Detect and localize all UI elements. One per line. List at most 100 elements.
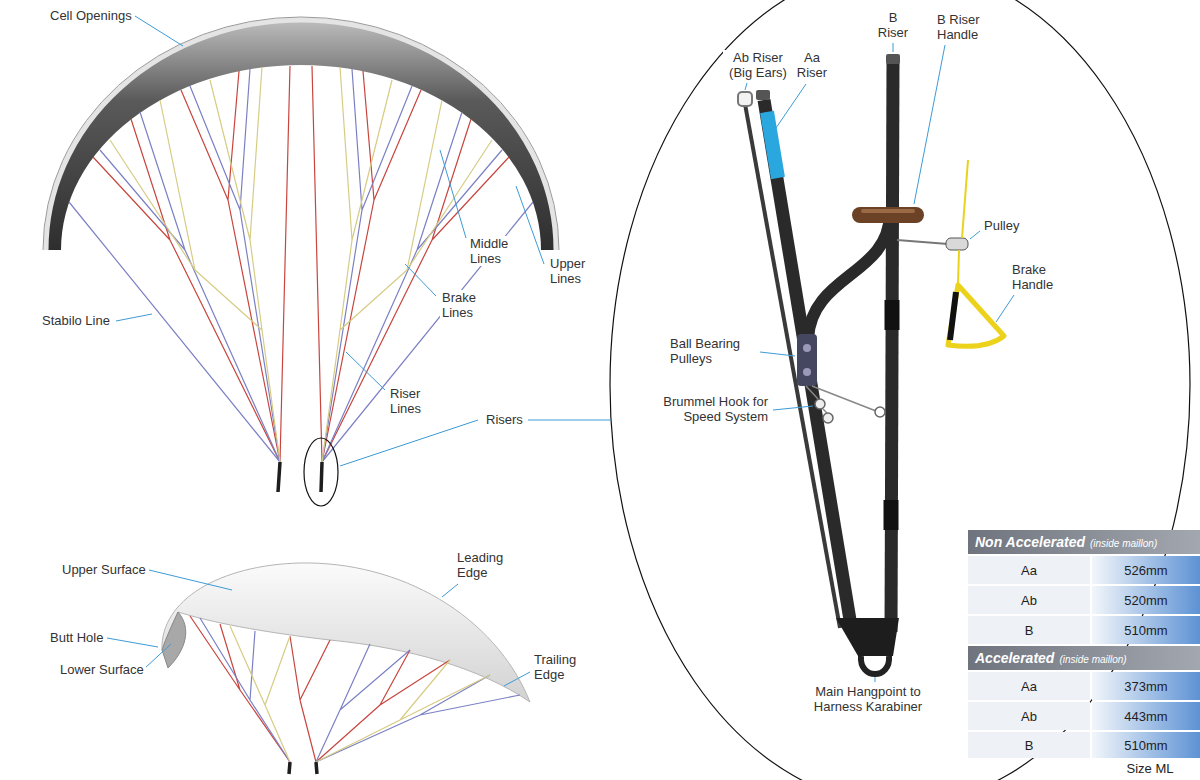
table-cell-bg xyxy=(968,702,1090,730)
speed-system-line xyxy=(806,386,876,413)
table-cell: B xyxy=(999,738,1059,753)
blue-lines xyxy=(69,69,533,462)
blue-lines xyxy=(322,69,533,462)
table-cell: Ab xyxy=(999,593,1059,608)
blue-lines xyxy=(200,618,520,762)
table-cell-bg xyxy=(1092,586,1200,614)
leader-line xyxy=(440,150,466,238)
leader-line xyxy=(745,83,747,90)
leader-line xyxy=(135,16,183,46)
table-cell-bg xyxy=(1092,732,1200,758)
table-cell: B xyxy=(999,623,1059,638)
speed-system-ring xyxy=(875,407,885,417)
table-header-band xyxy=(968,530,1200,554)
b-riser-handle xyxy=(860,207,916,223)
leader-line xyxy=(107,638,158,647)
part-label: Lower Surface xyxy=(58,662,146,677)
aa-maillon xyxy=(756,90,770,100)
upper-surface xyxy=(162,563,530,702)
pulley-arm xyxy=(897,240,948,244)
table-header-note: (inside maillon) xyxy=(1090,538,1157,550)
riser-junction xyxy=(836,618,899,656)
brake-pulley xyxy=(946,238,968,250)
table-cell-bg xyxy=(968,616,1090,644)
riser-set xyxy=(738,54,1004,674)
brake-lines xyxy=(110,67,280,462)
table-cell-bg xyxy=(968,672,1090,700)
part-label: Brummel Hook for Speed System xyxy=(650,394,770,424)
part-label: Pulley xyxy=(982,218,1021,233)
table-header: Accelerated xyxy=(975,650,1054,666)
leader-line xyxy=(107,16,1014,686)
part-label: B Riser Handle xyxy=(935,12,995,42)
leader-line xyxy=(346,352,385,390)
red-lines xyxy=(190,616,450,762)
canopy-band xyxy=(46,20,556,250)
brake-handle xyxy=(948,285,1004,346)
table-cell: Aa xyxy=(999,679,1059,694)
part-label: Ball Bearing Pulleys xyxy=(668,336,758,366)
part-label: Brake Handle xyxy=(1010,262,1064,292)
brummel-hook xyxy=(823,413,833,423)
connecting-strap xyxy=(808,215,890,338)
table-cell-bg xyxy=(968,586,1090,614)
detail-ellipse xyxy=(610,0,1190,780)
riser-highlight-ring xyxy=(304,438,338,506)
brake-lines xyxy=(322,67,492,462)
b-riser-strap xyxy=(891,62,893,632)
brake-lines xyxy=(110,67,492,462)
table-header: Non Accelerated xyxy=(975,534,1085,550)
part-label: Riser Lines xyxy=(388,386,432,416)
riser xyxy=(278,462,322,492)
table-cell: Ab xyxy=(999,709,1059,724)
table-cell: Aa xyxy=(999,563,1059,578)
table-header-note: (inside maillon) xyxy=(1059,654,1126,666)
leader-line xyxy=(773,406,813,410)
leader-line xyxy=(405,264,436,296)
leader-line xyxy=(776,84,806,128)
table-cell: 520mm xyxy=(1101,593,1191,608)
part-label: Butt Hole xyxy=(48,630,105,645)
table-cell: 373mm xyxy=(1101,679,1191,694)
table-cell: 510mm xyxy=(1101,623,1191,638)
table-cell: 510mm xyxy=(1101,738,1191,753)
leader-line xyxy=(340,420,478,466)
part-label: Brake Lines xyxy=(440,290,488,320)
part-label: Aa Riser xyxy=(790,50,834,80)
leader-line xyxy=(116,314,152,321)
blue-lines xyxy=(200,618,520,762)
table-cell-bg xyxy=(1092,672,1200,700)
leader-line xyxy=(760,352,795,356)
part-label: Ab Riser (Big Ears) xyxy=(723,50,793,80)
riser-sleeve xyxy=(891,300,892,530)
spec-table xyxy=(968,530,1200,758)
brake-handle-grip xyxy=(950,292,956,340)
leader-line xyxy=(914,45,945,204)
b-riser-top xyxy=(886,54,900,64)
leader-line xyxy=(996,295,1014,322)
ball-bearing-pulleys xyxy=(797,334,817,386)
aa-riser-strap xyxy=(764,100,852,632)
leader-line xyxy=(970,231,980,239)
part-label: Trailing Edge xyxy=(532,652,592,682)
pulley-wheel xyxy=(803,344,811,352)
leader-line xyxy=(528,420,611,421)
pulley-wheel xyxy=(803,368,811,376)
lower-surface xyxy=(162,612,186,668)
table-cell-bg xyxy=(1092,702,1200,730)
riser xyxy=(289,762,317,774)
blue-lines xyxy=(69,69,280,462)
ab-maillon xyxy=(738,92,752,106)
brake-line xyxy=(958,160,968,285)
table-header-band xyxy=(968,646,1200,670)
red-lines xyxy=(93,66,290,462)
part-label: Main Hangpoint to Harness Karabiner xyxy=(791,684,945,714)
table-cell: 526mm xyxy=(1101,563,1191,578)
brake-lines xyxy=(230,626,490,762)
canopy-outline xyxy=(43,17,559,250)
table-cell-bg xyxy=(1092,616,1200,644)
wing-side-view xyxy=(162,563,530,774)
table-cell-bg xyxy=(1092,556,1200,584)
wing-front-view xyxy=(43,17,559,506)
